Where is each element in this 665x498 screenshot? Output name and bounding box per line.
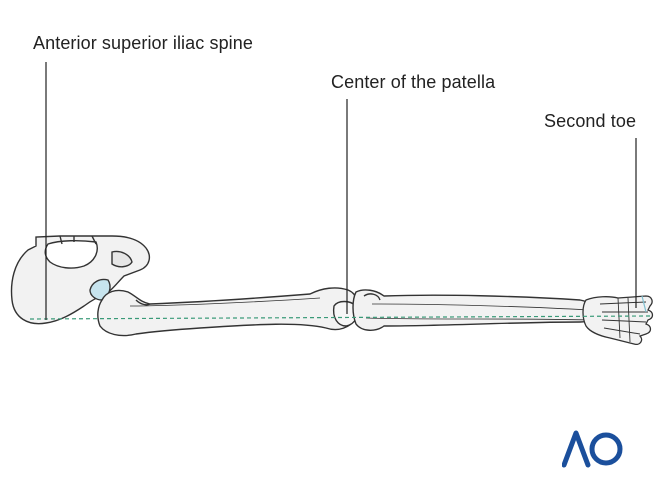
ao-logo-icon (561, 430, 624, 468)
second-toe-label: Second toe (544, 111, 637, 131)
alignment-line (29, 315, 651, 320)
tibia-fibula (352, 289, 597, 331)
ao-logo-graphic (561, 430, 623, 468)
patella-label: Center of the patella (331, 72, 496, 92)
asis-label: Anterior superior iliac spine (33, 33, 253, 53)
foot (582, 295, 654, 346)
femur (97, 287, 359, 337)
